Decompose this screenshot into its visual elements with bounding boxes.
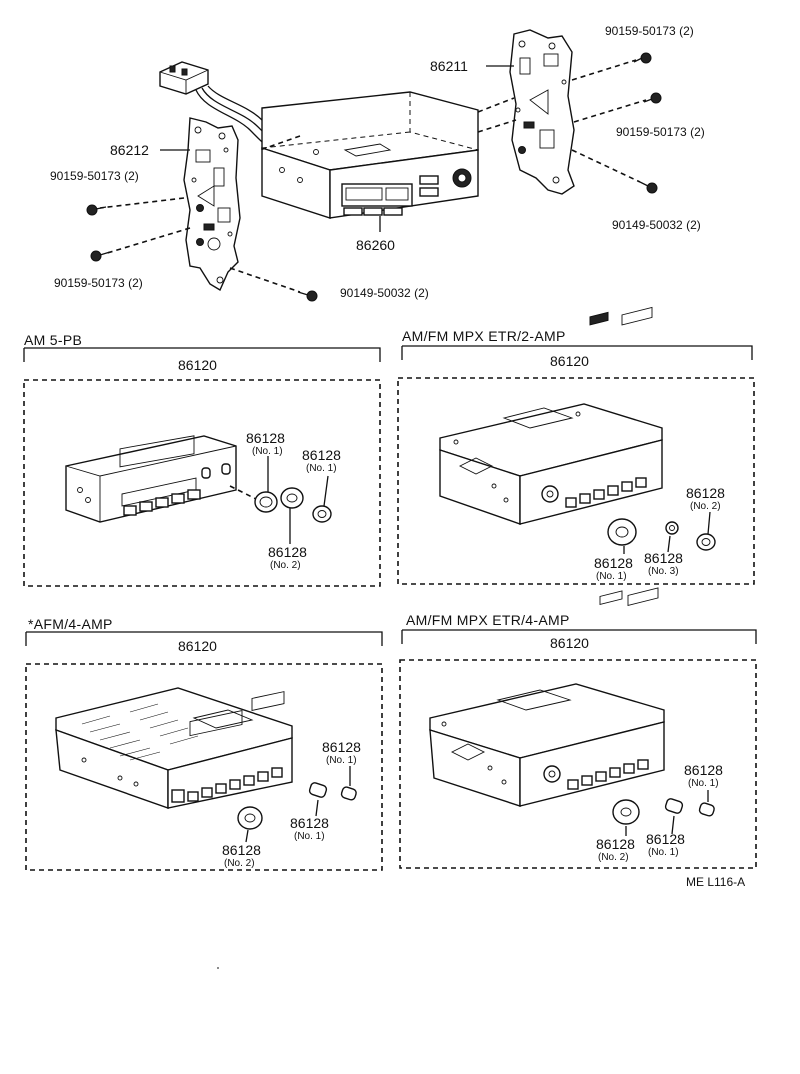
knob-label-part: 86128: [646, 831, 685, 847]
screw-right-bottom: [571, 149, 658, 194]
assembly-label: 86120: [550, 635, 589, 651]
knob-label-part: 86128: [594, 555, 633, 571]
variant-header: AM 5-PB: [24, 332, 82, 348]
knob-no2: [612, 799, 640, 825]
knob-no2: [696, 533, 716, 551]
knob-no3: [665, 521, 679, 535]
variant-am-fm-mpx-etr-4-amp: AM/FM MPX ETR/4-AMP 86120: [399, 587, 757, 869]
variant-afm-4-amp: *AFM/4-AMP 86120: [25, 616, 383, 871]
radio-unit: [429, 587, 665, 807]
knob-label-note: (No. 2): [690, 501, 721, 512]
assembly-boundary: [397, 377, 755, 585]
label-86260: 86260: [356, 237, 395, 253]
label-screw-right-top: 90159-50173 (2): [605, 24, 694, 38]
assembly-label: 86120: [178, 357, 217, 373]
knob-label-part: 86128: [644, 550, 683, 566]
knob-label-note: (No. 1): [306, 463, 337, 474]
assembly-label: 86120: [178, 638, 217, 654]
label-screw-left-top: 90159-50173 (2): [50, 169, 139, 183]
knob-no1-a: [664, 798, 684, 814]
radio-receiver-86260: [259, 91, 479, 219]
radio-unit: [55, 687, 293, 809]
knob-no1-a: [254, 491, 278, 513]
screw-left-top: [86, 197, 185, 216]
assembly-boundary: [399, 659, 757, 869]
knob-label-note: (No. 1): [326, 755, 357, 766]
knob-no1: [607, 518, 637, 546]
knob-no1-b: [698, 802, 715, 817]
radio-unit: [439, 306, 663, 525]
knob-label-part: 86128: [322, 739, 361, 755]
knob-no1-a: [308, 782, 328, 798]
knob-label-note: (No. 1): [688, 778, 719, 789]
variant-header: AM/FM MPX ETR/4-AMP: [406, 612, 570, 628]
label-screw-left-bottom: 90149-50032 (2): [340, 286, 429, 300]
knob-label-note: (No. 2): [598, 852, 629, 863]
knob-label-note: (No. 1): [252, 446, 283, 457]
variant-header: *AFM/4-AMP: [28, 616, 113, 632]
label-86212: 86212: [110, 142, 149, 158]
bracket-86211: [477, 29, 575, 195]
screw-left-bottom: [229, 267, 318, 302]
diagram-code: ME L116-A: [686, 875, 745, 889]
knob-label-part: 86128: [246, 430, 285, 446]
screw-right-mid: [573, 92, 662, 123]
screw-left-mid: [90, 227, 191, 262]
knob-label-part: 86128: [268, 544, 307, 560]
knob-no1-b: [340, 786, 357, 801]
knob-no1-b: [312, 505, 332, 523]
bracket-86212: [183, 117, 241, 292]
knob-label-part: 86128: [686, 485, 725, 501]
knob-label-part: 86128: [596, 836, 635, 852]
knob-label-note: (No. 1): [648, 847, 679, 858]
top-assembly: 86211 86212 86260 90159-50173 (2) 90159-…: [50, 24, 705, 302]
variant-am-5-pb: AM 5-PB 86120: [23, 332, 381, 587]
assembly-label: 86120: [550, 353, 589, 369]
assembly-boundary: [25, 663, 383, 871]
knob-label-part: 86128: [684, 762, 723, 778]
radio-unit: [65, 435, 259, 523]
assembly-boundary: [23, 379, 381, 587]
knob-label-note: (No. 2): [224, 858, 255, 869]
screw-right-top: [571, 52, 652, 81]
knob-label-part: 86128: [222, 842, 261, 858]
knob-label-part: 86128: [302, 447, 341, 463]
variant-am-fm-mpx-etr-2-amp: AM/FM MPX ETR/2-AMP 86120: [397, 306, 755, 585]
knob-no2: [280, 487, 304, 509]
knob-label-part: 86128: [290, 815, 329, 831]
label-screw-left-mid: 90159-50173 (2): [54, 276, 143, 290]
variant-header: AM/FM MPX ETR/2-AMP: [402, 328, 566, 344]
knob-label-note: (No. 1): [294, 831, 325, 842]
knob-no2: [237, 806, 263, 830]
knob-label-note: (No. 1): [596, 571, 627, 582]
stray-dot: [217, 967, 219, 969]
knob-label-note: (No. 3): [648, 566, 679, 577]
knob-label-note: (No. 2): [270, 560, 301, 571]
label-screw-right-mid: 90159-50173 (2): [616, 125, 705, 139]
label-screw-right-bottom: 90149-50032 (2): [612, 218, 701, 232]
label-86211: 86211: [430, 58, 468, 74]
